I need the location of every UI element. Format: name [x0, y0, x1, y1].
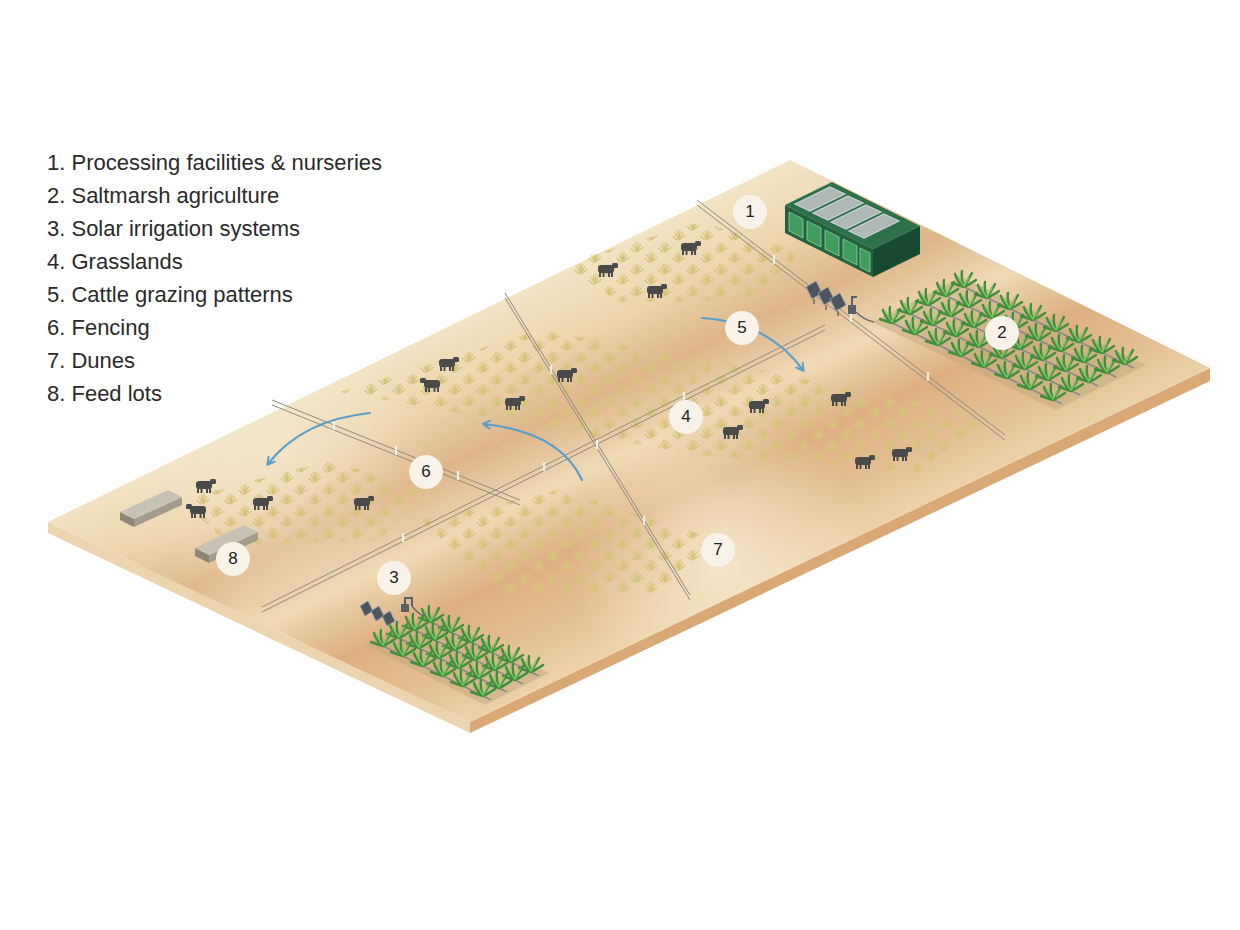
saltmarsh-field	[872, 271, 1146, 410]
grazing-arrows	[268, 318, 803, 480]
callout-number: 7	[713, 540, 722, 560]
solar-irrigation	[360, 598, 424, 626]
legend-item: 5. Cattle grazing patterns	[47, 282, 293, 308]
solar-irrigation	[806, 281, 874, 322]
fence-posts	[334, 255, 928, 542]
legend-item: 6. Fencing	[47, 315, 150, 341]
callout-circle: 5	[725, 311, 759, 345]
callout-circle: 2	[985, 316, 1019, 350]
callout-number: 3	[389, 568, 398, 588]
legend-item: 1. Processing facilities & nurseries	[47, 150, 382, 176]
ground-slab	[48, 160, 1210, 733]
legend-item: 2. Saltmarsh agriculture	[47, 183, 279, 209]
callout-number: 1	[745, 202, 754, 222]
callout-circle: 7	[701, 533, 735, 567]
callout-number: 5	[737, 318, 746, 338]
callout-number: 4	[681, 407, 690, 427]
cattle	[186, 241, 912, 518]
callout-circle: 1	[733, 195, 767, 229]
legend-item: 3. Solar irrigation systems	[47, 216, 300, 242]
irrigated-field	[365, 606, 549, 705]
callout-circle: 6	[409, 455, 443, 489]
grass-areas	[180, 222, 1000, 595]
callout-circle: 4	[669, 400, 703, 434]
fences	[262, 200, 1005, 612]
callout-number: 2	[997, 323, 1006, 343]
legend-item: 8. Feed lots	[47, 381, 162, 407]
legend-item: 7. Dunes	[47, 348, 135, 374]
callout-number: 6	[421, 462, 430, 482]
processing-building	[785, 182, 920, 277]
callout-number: 8	[228, 549, 237, 569]
callout-circle: 8	[216, 542, 250, 576]
callout-circle: 3	[377, 561, 411, 595]
legend-item: 4. Grasslands	[47, 249, 183, 275]
